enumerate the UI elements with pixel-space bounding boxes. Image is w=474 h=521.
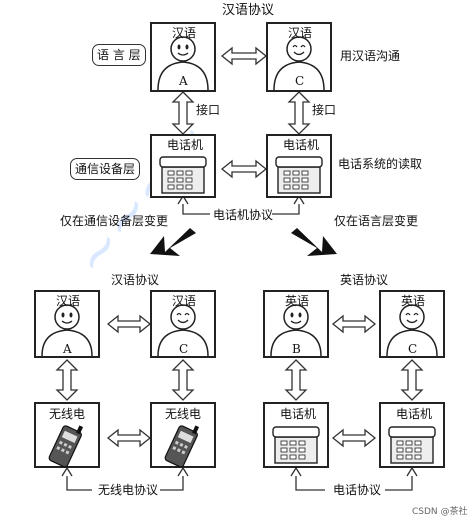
radio-box-bl-left: 无线电 [34, 402, 100, 468]
br-protocol-title: 英语协议 [340, 273, 389, 287]
device-label: 电话机 [283, 138, 320, 152]
phone-protocol-label-br: 电话协议 [333, 483, 382, 497]
person-lang: 英语 [401, 294, 426, 308]
person-box-bl-right: 汉语 C [150, 290, 216, 358]
telephone-icon [388, 426, 436, 464]
person-lang: 汉语 [288, 26, 313, 40]
phone-protocol-label: 电话机协议 [213, 208, 274, 222]
telephone-icon [272, 426, 320, 464]
interface-label-right: 接口 [312, 103, 337, 117]
person-box-top-right: 汉语 C [266, 22, 332, 92]
language-layer-label: 语 言 层 [92, 44, 146, 66]
radio-protocol-label: 无线电协议 [98, 483, 159, 497]
vertical-arrow-br-right [400, 359, 424, 401]
person-link-arrow-bl [106, 314, 152, 334]
phone-box-br-right: 电话机 [379, 402, 445, 468]
phone-protocol-bracket-br [290, 466, 418, 491]
change-right-label: 仅在语言层变更 [334, 214, 419, 228]
person-letter: C [408, 342, 418, 356]
person-letter: A [179, 74, 188, 88]
person-letter: C [179, 342, 189, 356]
device-label: 电话机 [280, 407, 317, 421]
device-label: 电话机 [396, 407, 433, 421]
device-link-arrow-br [331, 428, 377, 448]
big-arrow-right [291, 228, 337, 256]
person-lang: 汉语 [172, 26, 197, 40]
change-left-label: 仅在通信设备层变更 [60, 214, 169, 228]
interface-arrow-left [171, 91, 195, 135]
phone-box-top-left: 电话机 [150, 134, 216, 198]
person-letter: B [292, 342, 301, 356]
language-note: 用汉语沟通 [340, 49, 401, 63]
radio-icon [48, 425, 84, 468]
person-box-bl-left: 汉语 A [34, 290, 100, 358]
telephone-icon [159, 156, 207, 194]
person-letter: C [295, 74, 305, 88]
person-lang: 汉语 [172, 294, 197, 308]
person-box-br-right: 英语 C [379, 290, 445, 358]
radio-icon [164, 425, 200, 468]
bl-protocol-title: 汉语协议 [111, 273, 160, 287]
person-box-br-left: 英语 B [263, 290, 329, 358]
person-box-top-left: 汉语 A [150, 22, 216, 92]
person-figure-icon [270, 304, 322, 356]
person-figure-icon [386, 304, 438, 356]
person-figure-icon [157, 36, 209, 90]
interface-arrow-right [287, 91, 311, 135]
interface-label-left: 接口 [196, 103, 221, 117]
device-label: 电话机 [167, 138, 204, 152]
device-label: 无线电 [165, 407, 202, 421]
vertical-arrow-bl-right [171, 359, 195, 401]
vertical-arrow-br-left [284, 359, 308, 401]
device-link-arrow-bl [106, 428, 152, 448]
person-lang: 汉语 [56, 294, 81, 308]
source-watermark: CSDN @茶社 [412, 507, 468, 517]
phone-note: 电话系统的读取 [338, 157, 423, 171]
person-figure-icon [157, 304, 209, 356]
top-protocol-title: 汉语协议 [222, 3, 275, 18]
device-label: 无线电 [49, 407, 86, 421]
phone-link-arrow-top [220, 159, 268, 179]
telephone-icon [275, 156, 323, 194]
radio-box-bl-right: 无线电 [150, 402, 216, 468]
vertical-arrow-bl-left [55, 359, 79, 401]
comm-layer-label: 通信设备层 [70, 158, 141, 180]
phone-box-br-left: 电话机 [263, 402, 329, 468]
person-link-arrow-top [220, 46, 268, 66]
radio-protocol-bracket [61, 466, 189, 491]
phone-box-top-right: 电话机 [266, 134, 332, 198]
person-lang: 英语 [285, 294, 310, 308]
person-letter: A [63, 342, 72, 356]
person-figure-icon [41, 304, 93, 356]
big-arrow-left [150, 228, 196, 256]
person-figure-icon [273, 36, 325, 90]
person-link-arrow-br [331, 314, 377, 334]
